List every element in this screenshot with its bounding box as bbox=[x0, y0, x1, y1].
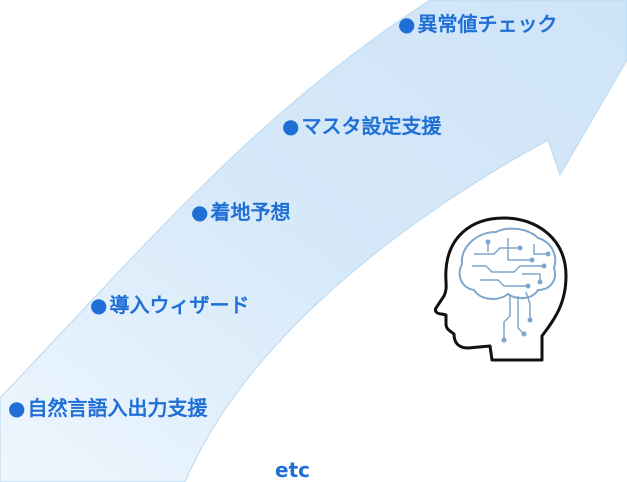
feature-item: ●導入ウィザード bbox=[90, 295, 249, 315]
feature-item: ●マスタ設定支援 bbox=[282, 116, 441, 136]
feature-item: ●自然言語入出力支援 bbox=[8, 398, 207, 418]
etc-label: etc bbox=[275, 458, 310, 482]
feature-label: 着地予想 bbox=[210, 200, 291, 224]
feature-item: ●着地予想 bbox=[191, 202, 290, 222]
feature-item: ●異常値チェック bbox=[398, 14, 557, 34]
feature-label: マスタ設定支援 bbox=[301, 114, 442, 138]
bullet-icon: ● bbox=[8, 396, 26, 420]
feature-label: 自然言語入出力支援 bbox=[27, 396, 208, 420]
bullet-icon: ● bbox=[90, 293, 108, 317]
feature-label: 異常値チェック bbox=[417, 12, 558, 36]
bullet-icon: ● bbox=[282, 114, 300, 138]
bullet-icon: ● bbox=[398, 12, 416, 36]
ai-brain-head-icon bbox=[434, 216, 568, 362]
feature-label: 導入ウィザード bbox=[109, 293, 250, 317]
bullet-icon: ● bbox=[191, 200, 209, 224]
